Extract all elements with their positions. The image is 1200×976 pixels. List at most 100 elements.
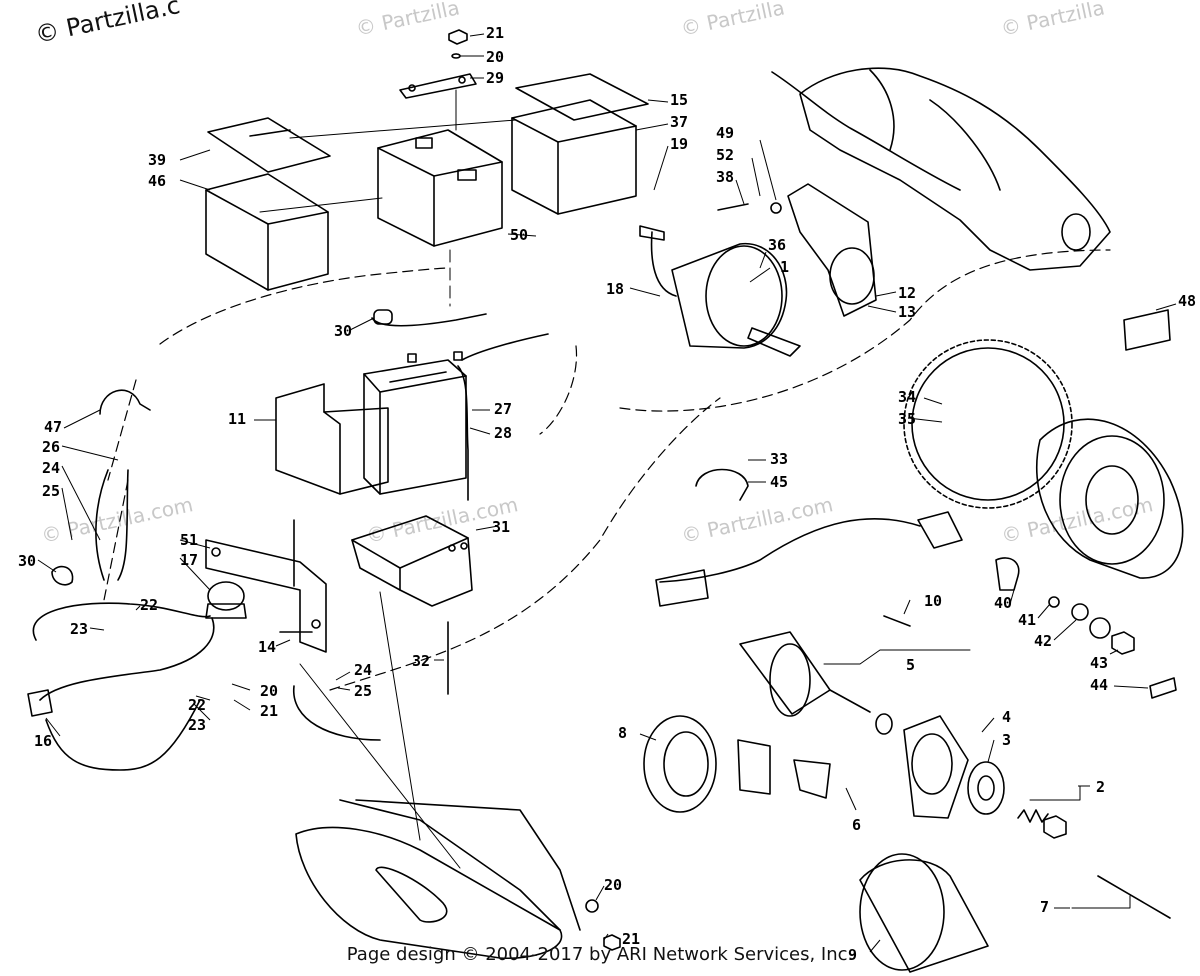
ring-gear <box>903 339 1073 509</box>
battery-box-left <box>205 173 329 291</box>
callout-label: 24 <box>42 459 60 477</box>
battery-box-center <box>377 129 503 247</box>
callout-label: 52 <box>716 146 734 164</box>
callout-label: 30 <box>18 552 36 570</box>
harness <box>659 517 921 583</box>
callout-label: 3 <box>1002 731 1011 749</box>
callout-label: 2 <box>1096 778 1105 796</box>
callout-label: 23 <box>188 716 206 734</box>
callout-label: 40 <box>994 594 1012 612</box>
callout-label: 39 <box>148 151 166 169</box>
chassis-tunnel <box>295 799 581 960</box>
callout-label: 8 <box>618 724 627 742</box>
callout-label: 35 <box>898 410 916 428</box>
washer <box>1089 617 1111 639</box>
callout-label: 21 <box>260 702 278 720</box>
drive-end-housing <box>903 715 969 819</box>
callout-label: 45 <box>770 473 788 491</box>
armature <box>739 631 871 717</box>
callout-label: 36 <box>768 236 786 254</box>
callout-label: 41 <box>1018 611 1036 629</box>
terminal-boot <box>373 309 393 325</box>
solenoid <box>205 581 247 619</box>
washer <box>875 713 893 735</box>
bolt <box>717 203 749 211</box>
battery-tray <box>351 515 473 607</box>
callout-label: 30 <box>334 322 352 340</box>
spring <box>1017 809 1049 823</box>
clamp <box>695 468 749 501</box>
callout-label: 34 <box>898 388 916 406</box>
connector <box>655 569 709 607</box>
routing-line <box>103 249 1111 691</box>
bolt <box>1149 677 1177 699</box>
callout-label: 22 <box>140 596 158 614</box>
clamp <box>99 389 151 415</box>
callout-label: 20 <box>260 682 278 700</box>
through-bolt <box>1097 875 1171 919</box>
callout-label: 33 <box>770 450 788 468</box>
callout-label: 37 <box>670 113 688 131</box>
starter-motor <box>671 242 801 357</box>
callout-label: 17 <box>180 551 198 569</box>
terminal <box>639 225 665 241</box>
starter-cable <box>650 231 677 297</box>
callout-label: 26 <box>42 438 60 456</box>
callout-label: 44 <box>1090 676 1108 694</box>
ground-cable <box>293 685 381 741</box>
bolt <box>883 615 911 627</box>
battery <box>363 351 467 495</box>
callout-label: 21 <box>486 24 504 42</box>
brush <box>793 759 831 799</box>
callout-label: 25 <box>42 482 60 500</box>
callout-label: 5 <box>906 656 915 674</box>
terminal-boot <box>51 565 74 586</box>
battery-box-right <box>511 99 637 215</box>
engine <box>799 67 1111 271</box>
callout-label: 15 <box>670 91 688 109</box>
wiring-harness <box>32 602 211 641</box>
callout-label: 22 <box>188 696 206 714</box>
washer <box>1071 603 1089 621</box>
brush-holder <box>737 739 771 795</box>
pinion-gear <box>967 761 1005 815</box>
wiring-harness <box>39 617 215 701</box>
nut <box>603 934 621 951</box>
cable <box>117 469 129 581</box>
vent-tube <box>457 365 469 501</box>
callout-label: 11 <box>228 410 246 428</box>
nut <box>448 29 468 45</box>
footer-copyright: Page design © 2004-2017 by ARI Network S… <box>346 944 854 965</box>
battery-cable <box>371 313 487 327</box>
callout-label: 19 <box>670 135 688 153</box>
wiring-harness <box>45 699 201 771</box>
cable <box>771 71 961 191</box>
callout-label: 20 <box>604 876 622 894</box>
callout-label: 46 <box>148 172 166 190</box>
field-frame <box>859 853 989 973</box>
callout-label: 48 <box>1178 292 1196 310</box>
callout-label: 13 <box>898 303 916 321</box>
callout-label: 29 <box>486 69 504 87</box>
starter-bracket <box>787 183 877 317</box>
callout-label: 43 <box>1090 654 1108 672</box>
callout-label: 1 <box>780 258 789 276</box>
callout-label: 10 <box>924 592 942 610</box>
callout-label: 16 <box>34 732 52 750</box>
leader-lines <box>37 33 1177 953</box>
washer <box>585 899 599 913</box>
callout-label: 20 <box>486 48 504 66</box>
callout-label: 32 <box>412 652 430 670</box>
flywheel <box>1036 418 1184 579</box>
callout-label: 14 <box>258 638 276 656</box>
cable <box>95 469 109 581</box>
nut <box>1043 815 1067 839</box>
mounting-bracket <box>205 539 327 653</box>
callout-label: 27 <box>494 400 512 418</box>
decal <box>1123 309 1171 351</box>
callout-label: 6 <box>852 816 861 834</box>
callout-label: 28 <box>494 424 512 442</box>
battery-cover <box>275 383 389 495</box>
